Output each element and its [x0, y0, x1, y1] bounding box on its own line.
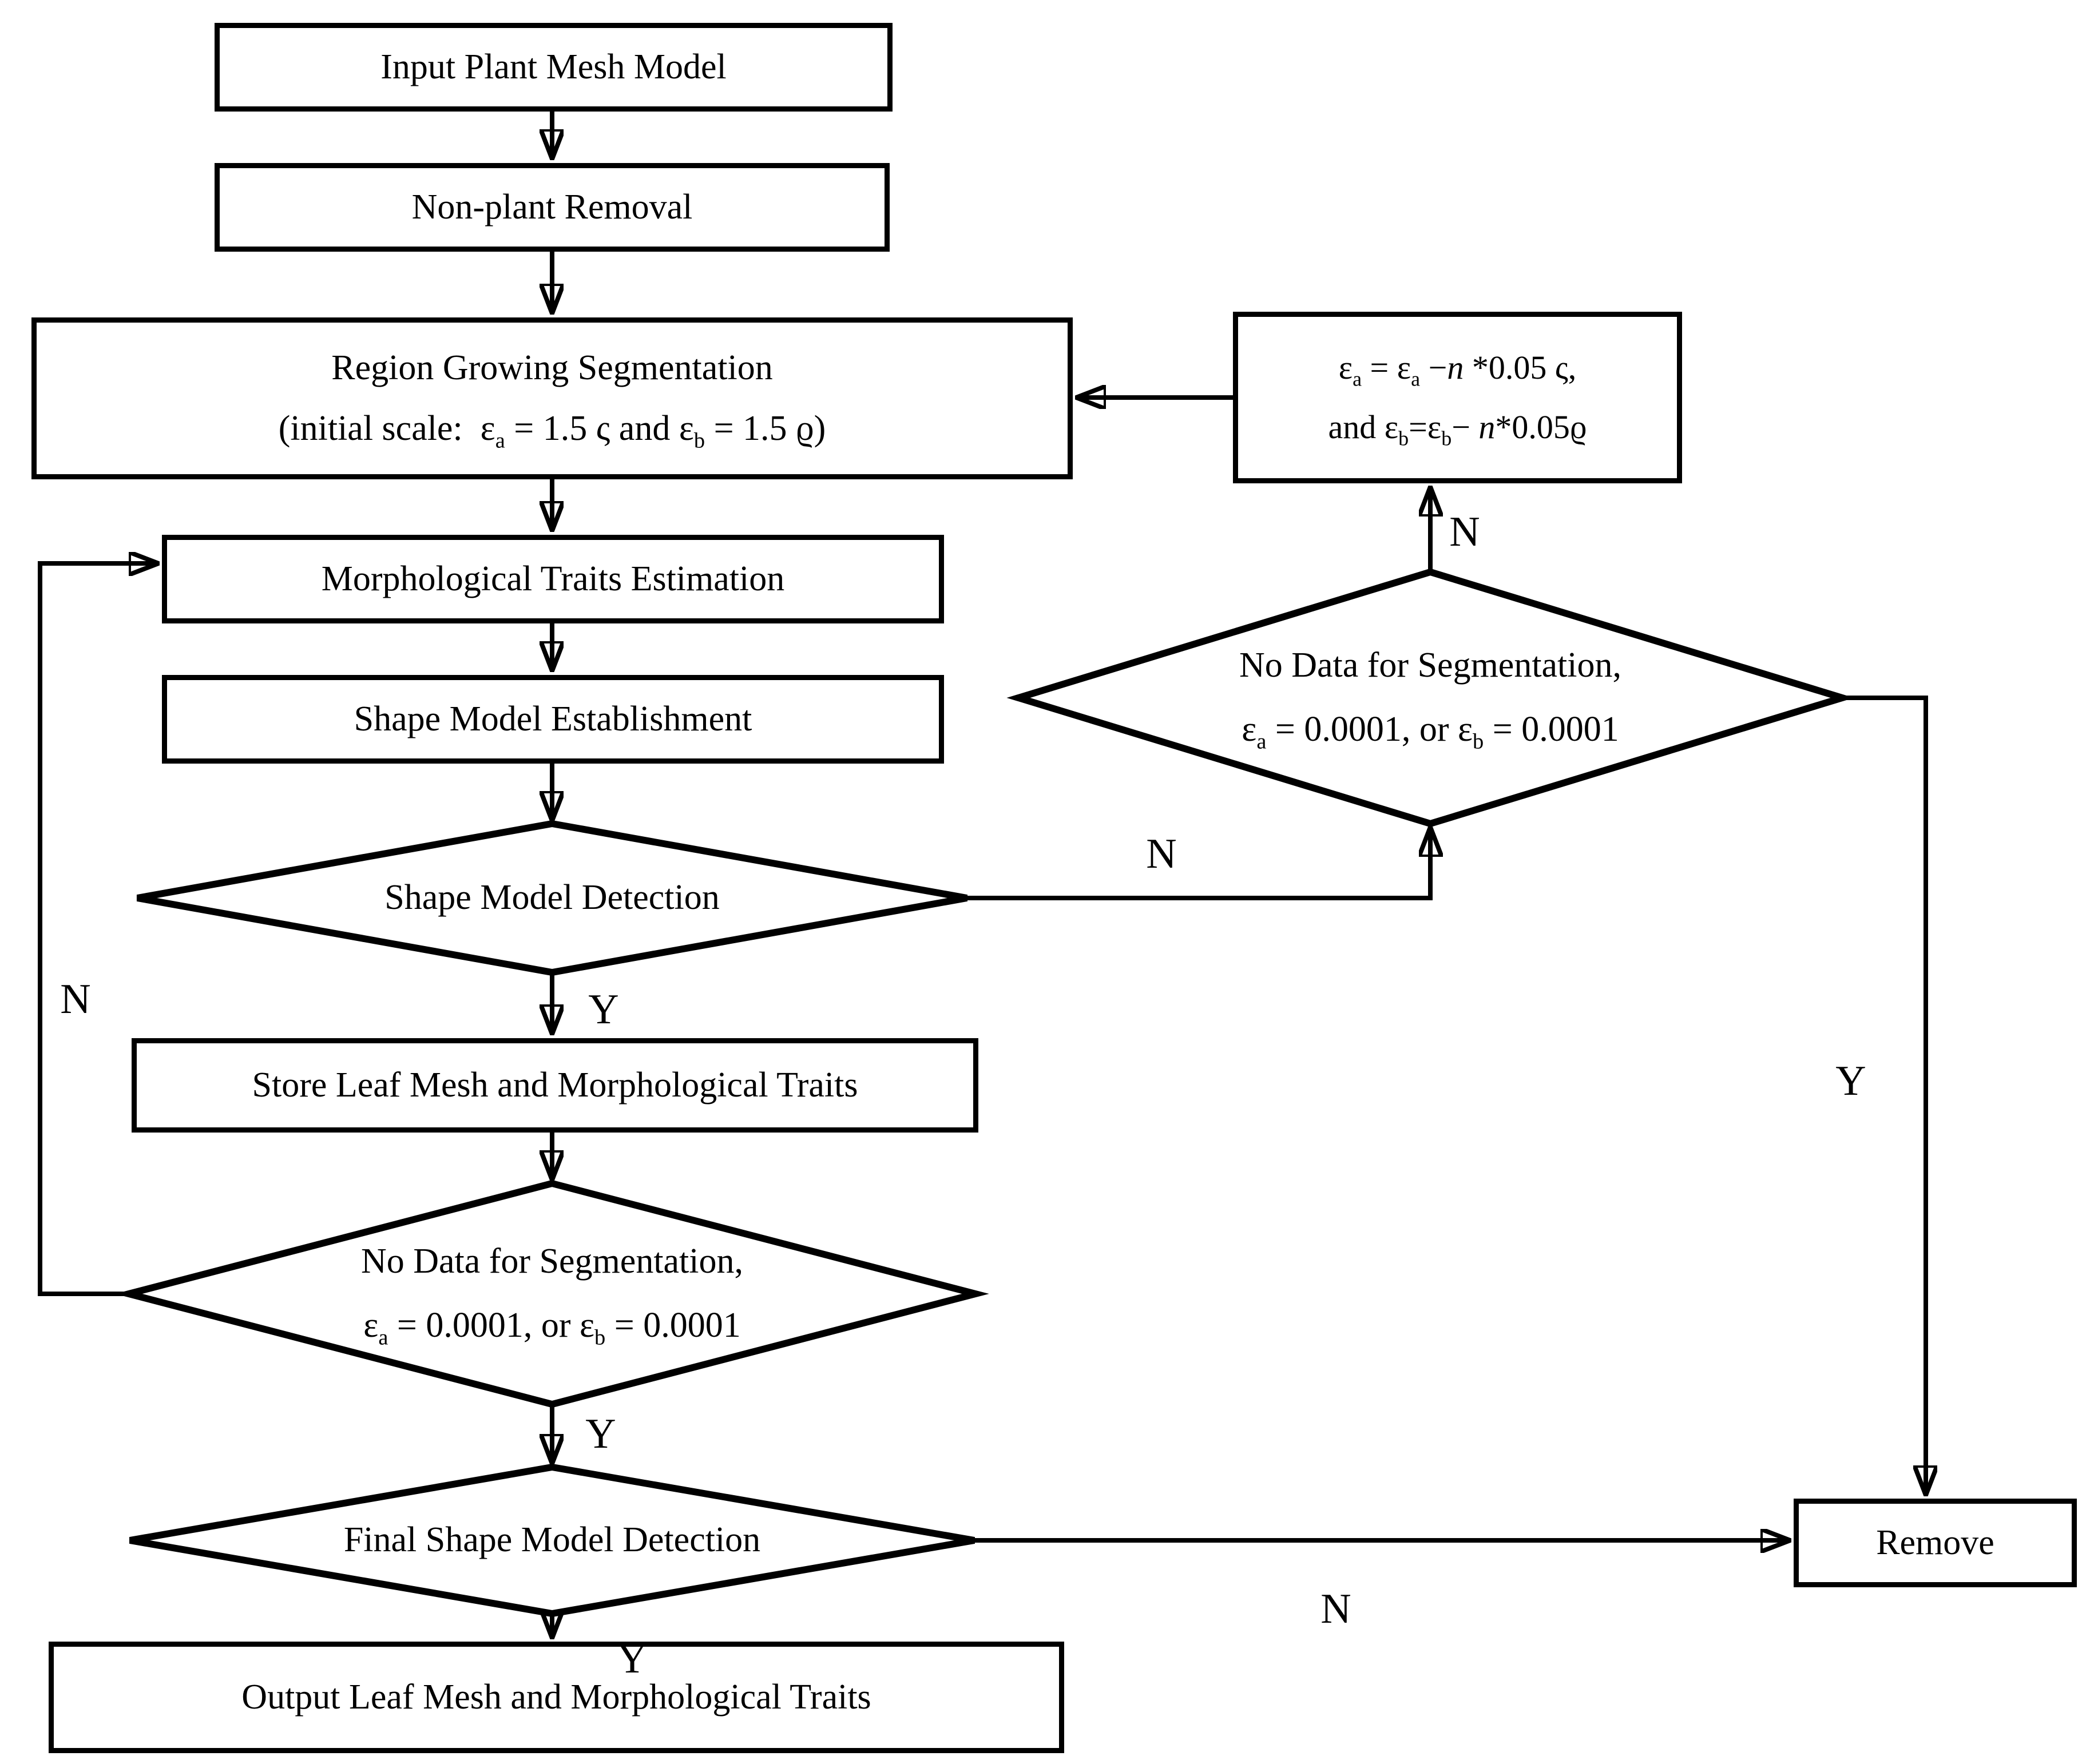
edge-detect-no-to-nodata-right — [967, 828, 1430, 900]
scale-update-box: εa = εa −n *0.05 ς, and εb=εb− n*0.05ϱ — [1233, 312, 1682, 483]
scale-update-line2: and εb=εb− n*0.05ϱ — [1328, 398, 1587, 457]
n-variable: n — [1447, 348, 1464, 386]
shape-model-establishment-label: Shape Model Establishment — [354, 699, 752, 738]
region-line2-sub-a: a — [495, 428, 505, 452]
label-no-shape-detect: N — [1146, 830, 1177, 877]
label-no-nodata-left: N — [60, 975, 91, 1023]
no-data-right-diamond — [1006, 568, 1854, 828]
morphological-traits-estimation-box: Morphological Traits Estimation — [162, 535, 944, 623]
no-data-left-diamond — [115, 1179, 989, 1408]
sub-b: b — [1398, 427, 1409, 450]
label-no-final-detect: N — [1320, 1585, 1351, 1632]
shape-model-detection-diamond — [136, 820, 968, 976]
text-fragment: =ε — [1409, 408, 1442, 446]
output-leaf-mesh-label: Output Leaf Mesh and Morphological Trait… — [241, 1677, 871, 1717]
region-line2-sub-b: b — [693, 428, 705, 452]
remove-label: Remove — [1876, 1523, 1994, 1562]
morphological-traits-estimation-label: Morphological Traits Estimation — [321, 559, 785, 598]
text-fragment: − — [1452, 408, 1479, 446]
scale-update-line1: εa = εa −n *0.05 ς, — [1339, 338, 1577, 398]
region-line2-pre: (initial scale: ε — [278, 408, 495, 448]
eps-symbol: ε — [1338, 348, 1353, 386]
input-plant-mesh-model-box: Input Plant Mesh Model — [215, 23, 893, 112]
shape-model-establishment-box: Shape Model Establishment — [162, 675, 944, 764]
label-yes-final-detect: Y — [617, 1635, 648, 1682]
n-variable: n — [1478, 408, 1496, 446]
output-leaf-mesh-box: Output Leaf Mesh and Morphological Trait… — [49, 1642, 1064, 1753]
text-fragment: *0.05 ς, — [1464, 348, 1577, 386]
label-yes-nodata-right: Y — [1835, 1057, 1866, 1105]
label-yes-shape-detect: Y — [588, 986, 619, 1033]
label-yes-nodata-left: Y — [585, 1410, 616, 1457]
text-fragment: *0.05ϱ — [1495, 408, 1587, 446]
edge-nodata-left-no-to-morph — [38, 563, 157, 1296]
region-growing-line1: Region Growing Segmentation — [331, 348, 773, 388]
non-plant-removal-box: Non-plant Removal — [215, 163, 890, 252]
remove-box: Remove — [1794, 1499, 2077, 1587]
region-growing-line2: (initial scale: εa = 1.5 ς and εb = 1.5 … — [279, 399, 826, 459]
region-line2-mid: = 1.5 ς and ε — [505, 408, 694, 448]
text-fragment: − — [1420, 348, 1447, 386]
label-no-nodata-right: N — [1449, 508, 1480, 555]
edge-nodata-right-yes-to-remove — [1842, 696, 1926, 1494]
sub-a: a — [1411, 367, 1421, 391]
store-leaf-mesh-label: Store Leaf Mesh and Morphological Traits — [252, 1065, 858, 1105]
store-leaf-mesh-box: Store Leaf Mesh and Morphological Traits — [132, 1038, 978, 1133]
sub-b: b — [1441, 427, 1452, 450]
sub-a: a — [1353, 367, 1362, 391]
region-line2-end: = 1.5 ϱ) — [705, 408, 826, 448]
final-shape-model-detection-diamond — [129, 1463, 975, 1618]
input-plant-mesh-model-label: Input Plant Mesh Model — [380, 47, 727, 86]
text-fragment: = — [1362, 348, 1397, 386]
text-fragment: and ε — [1328, 408, 1399, 446]
region-growing-segmentation-box: Region Growing Segmentation (initial sca… — [31, 317, 1073, 479]
non-plant-removal-label: Non-plant Removal — [411, 187, 693, 227]
eps-symbol: ε — [1397, 348, 1411, 386]
